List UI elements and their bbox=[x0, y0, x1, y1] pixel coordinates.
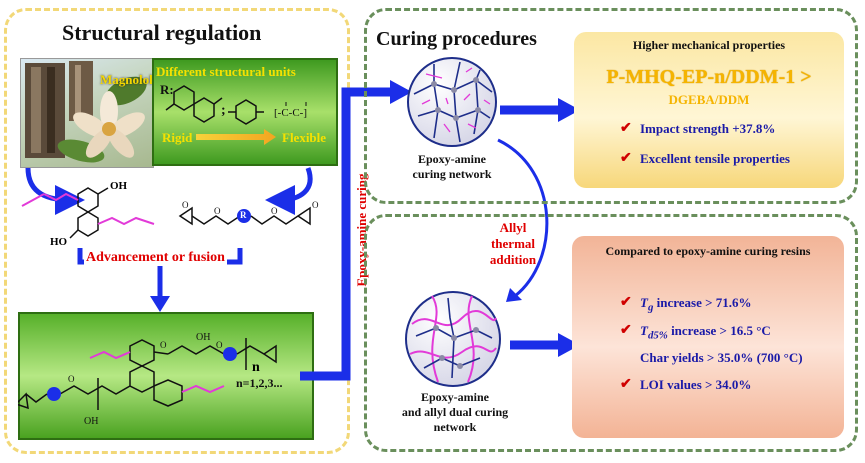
structural-units-drawing: [-C-C-] bbox=[165, 85, 307, 145]
check-icon: ✔ bbox=[620, 377, 632, 392]
td-symbol: T bbox=[640, 323, 648, 338]
magnolol-label: Magnolol bbox=[100, 72, 153, 87]
structural-regulation-title: Structural regulation bbox=[62, 20, 262, 45]
svg-text:O: O bbox=[182, 200, 189, 210]
svg-text:O: O bbox=[312, 200, 319, 210]
mechanical-properties-box bbox=[574, 32, 844, 188]
magnolia-photo bbox=[20, 58, 154, 168]
mech-box-title: Higher mechanical properties bbox=[632, 38, 786, 52]
tg-item: Tg increase > 71.6% bbox=[640, 295, 752, 314]
tg-symbol: T bbox=[640, 295, 648, 310]
curing-procedures-panel-bottom bbox=[364, 214, 858, 452]
allyl-label-line2: thermal bbox=[490, 236, 536, 251]
oh-label-top: OH bbox=[110, 180, 128, 192]
check-icon: ✔ bbox=[620, 121, 632, 136]
network2-label-line2: and allyl dual curing bbox=[401, 405, 509, 419]
mech-sub: DGEBA/DDM bbox=[668, 92, 750, 107]
char-yield-item: Char yields > 35.0% (700 °C) bbox=[640, 350, 803, 365]
advancement-label: Advancement or fusion bbox=[84, 250, 227, 266]
n-values-label: n=1,2,3... bbox=[236, 376, 283, 390]
network1-label-line1: Epoxy-amine bbox=[417, 152, 486, 166]
structural-units-title: Different structural units bbox=[156, 64, 296, 79]
network1-sphere bbox=[407, 57, 497, 147]
network2-label-line1: Epoxy-amine bbox=[420, 390, 489, 404]
svg-text:O: O bbox=[216, 340, 223, 350]
curing-procedures-panel-top bbox=[364, 8, 858, 204]
svg-text:OH: OH bbox=[84, 416, 98, 427]
comparison-title: Compared to epoxy-amine curing resins bbox=[605, 244, 811, 258]
check-icon: ✔ bbox=[620, 295, 632, 310]
diglycidyl-ether-structure: O O O O bbox=[178, 200, 319, 226]
r-group-symbol: R bbox=[240, 210, 247, 220]
rigid-label: Rigid bbox=[162, 130, 193, 145]
mech-headline: P-MHQ-EP-n/DDM-1 > bbox=[606, 66, 812, 88]
mech-item-impact: Impact strength +37.8% bbox=[640, 121, 776, 136]
tg-text: increase > 71.6% bbox=[653, 295, 752, 310]
structural-units-box bbox=[152, 58, 338, 166]
svg-text:O: O bbox=[214, 206, 221, 216]
svg-text:O: O bbox=[271, 206, 278, 216]
svg-text:O: O bbox=[68, 374, 75, 384]
svg-text:[-C-C-]: [-C-C-] bbox=[274, 107, 307, 119]
n-subscript: n bbox=[252, 360, 260, 375]
td-subscript: d5% bbox=[647, 329, 668, 342]
loi-item: LOI values > 34.0% bbox=[640, 377, 752, 392]
network1-label-line2: curing network bbox=[412, 167, 492, 181]
r-label: R: bbox=[160, 82, 174, 97]
network2-sphere bbox=[405, 291, 501, 387]
check-icon: ✔ bbox=[620, 323, 632, 338]
svg-text:O: O bbox=[160, 340, 167, 350]
check-icon: ✔ bbox=[620, 151, 632, 166]
prepolymer-structure: OH OH O O O bbox=[18, 332, 277, 427]
ho-label-bottom: HO bbox=[50, 236, 68, 248]
semicolon-label: ; bbox=[221, 103, 226, 118]
svg-text:OH: OH bbox=[196, 332, 210, 343]
flexible-label: Flexible bbox=[282, 130, 327, 145]
comparison-box bbox=[572, 236, 844, 438]
magnolol-structure bbox=[21, 187, 155, 239]
prepolymer-box bbox=[18, 312, 314, 440]
mech-item-tensile: Excellent tensile properties bbox=[640, 151, 790, 166]
tg-subscript: g bbox=[647, 301, 654, 314]
curing-procedures-title: Curing procedures bbox=[376, 28, 537, 50]
allyl-label-line3: addition bbox=[489, 252, 537, 267]
td-item: Td5% increase > 16.5 °C bbox=[640, 323, 771, 342]
td-text: increase > 16.5 °C bbox=[667, 323, 771, 338]
left-curved-arrows bbox=[25, 167, 313, 215]
network2-label-line3: network bbox=[433, 420, 477, 434]
allyl-label-line1: Allyl bbox=[499, 220, 527, 235]
magnolia-illustration bbox=[25, 61, 147, 163]
